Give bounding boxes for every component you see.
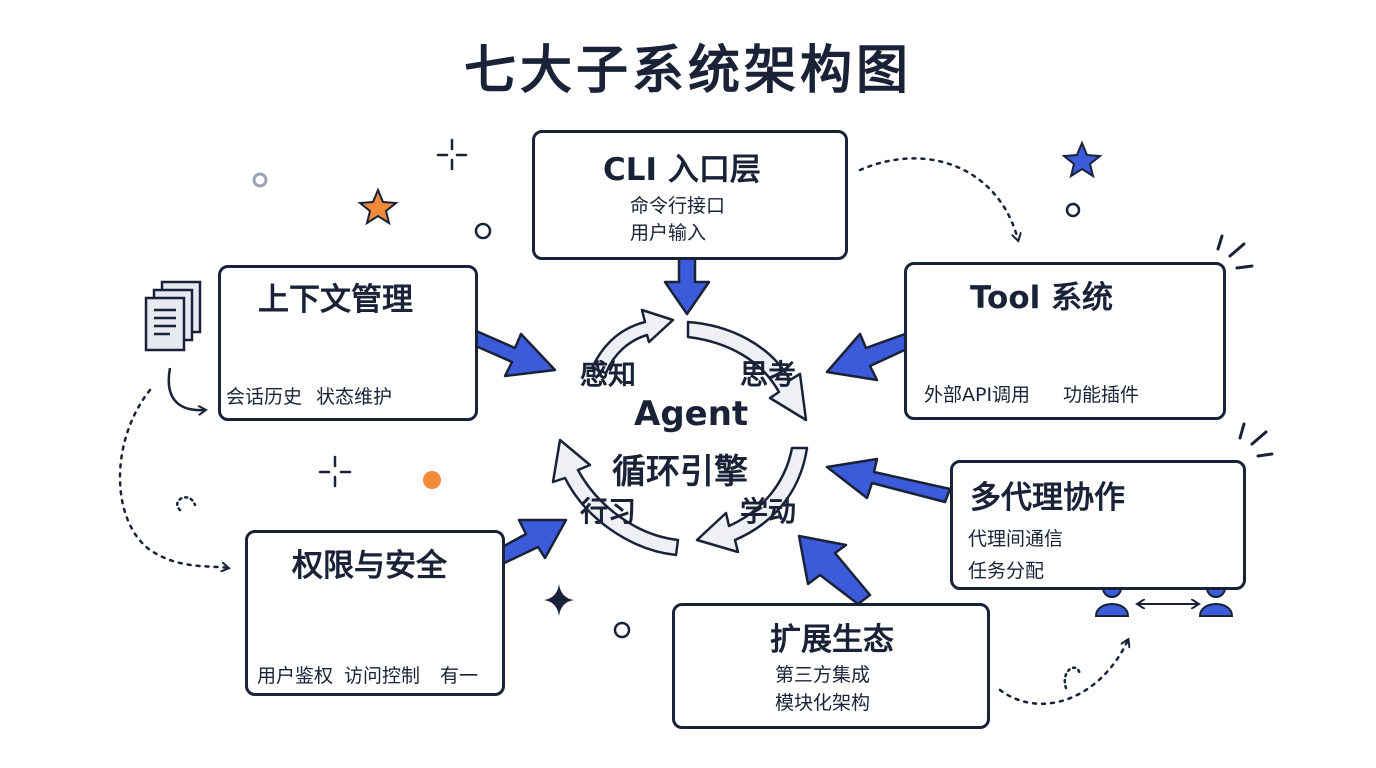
ext-box: [672, 603, 990, 729]
center-title-line1: Agent: [634, 394, 749, 434]
decorations: [252, 138, 1274, 639]
arrow-tool: [825, 332, 913, 382]
cycle-arrows: [551, 308, 809, 557]
ext-title: 扩展生态: [770, 622, 894, 658]
ext-line-2: 模块化架构: [775, 692, 871, 714]
blue-arrows: [467, 256, 952, 606]
document-stack-icon: [144, 280, 202, 352]
star-icon: [1061, 140, 1103, 179]
context-box: [218, 265, 478, 421]
cli-line-2: 用户输入: [630, 222, 707, 244]
arrow-ext: [797, 534, 872, 606]
multi-agent-title: 多代理协作: [970, 480, 1125, 516]
security-label-1: 用户鉴权: [257, 665, 334, 687]
security-title: 权限与安全: [292, 548, 447, 584]
arrow-context: [467, 328, 557, 378]
curved-arrow: [167, 367, 205, 410]
sparkle-icon: [544, 584, 574, 616]
stage-act-learn: 学动: [740, 495, 797, 528]
multi-agent-line-1: 代理间通信: [968, 528, 1064, 550]
dotted-connectors: [118, 157, 1128, 705]
arrow-multi: [825, 457, 952, 504]
stage-think: 思考: [740, 358, 797, 391]
cli-title: CLI 入口层: [603, 152, 761, 188]
stage-perceive: 感知: [580, 358, 637, 391]
multi-agent-line-2: 任务分配: [968, 560, 1045, 582]
diagram-title: 七大子系统架构图: [463, 41, 912, 101]
cli-box: [532, 130, 848, 260]
ext-line-1: 第三方集成: [775, 664, 871, 686]
tool-label-1: 外部API调用: [924, 384, 1031, 406]
security-label-2: 访问控制: [344, 665, 421, 687]
center-title-line2: 循环引擎: [612, 452, 748, 492]
arrow-cli: [663, 256, 711, 316]
context-label-1: 会话历史: [226, 386, 303, 408]
multi-agent-box: [950, 460, 1246, 590]
context-title: 上下文管理: [258, 282, 413, 318]
security-label-3: 有一: [440, 665, 479, 687]
sparkle-icon: [318, 455, 352, 488]
security-box: [245, 530, 505, 696]
tool-box: [904, 262, 1226, 420]
sparkle-icon: [436, 138, 468, 171]
tool-label-2: 功能插件: [1063, 384, 1140, 406]
context-label-2: 状态维护: [316, 386, 393, 408]
star-icon: [357, 187, 399, 226]
cli-line-1: 命令行接口: [630, 195, 726, 217]
stage-act: 行习: [580, 495, 637, 528]
tool-title: Tool 系统: [970, 280, 1114, 316]
